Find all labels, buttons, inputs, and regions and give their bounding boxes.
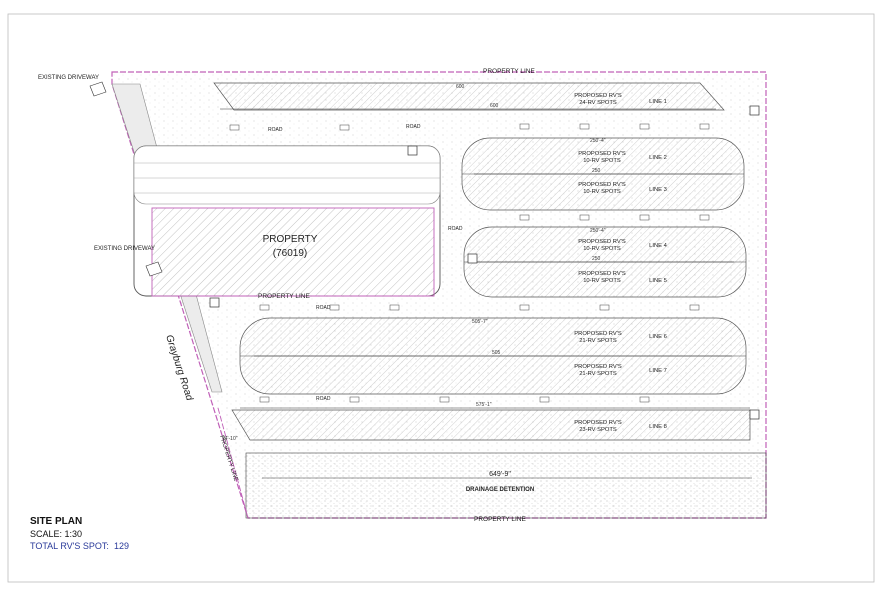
dim-line1-top: 600 xyxy=(456,84,465,90)
line-1-spots-l1: PROPOSED RV'S xyxy=(574,93,622,99)
drainage-detention-label: DRAINAGE DETENTION xyxy=(466,487,534,493)
property-line-bottom-label: PROPERTY LINE xyxy=(474,516,526,523)
existing-driveway-top-label: EXISTING DRIVEWAY xyxy=(38,75,99,81)
dim-line1: 600 xyxy=(490,103,499,109)
rv-row-line-1 xyxy=(213,82,725,111)
dim-left8: 74'-10" xyxy=(222,436,238,442)
driveway-arrow-top xyxy=(89,81,107,97)
line-1-name: LINE 1 xyxy=(649,99,667,105)
line-2-spots-l1: PROPOSED RV'S xyxy=(578,151,626,157)
road-label: ROAD xyxy=(448,226,463,232)
property-building xyxy=(151,207,435,297)
site-plan-title: SITE PLAN xyxy=(30,516,83,527)
total-rv-spots: TOTAL RV'S SPOT: 129 xyxy=(30,541,129,551)
line-4-spots-l1: PROPOSED RV'S xyxy=(578,239,626,245)
sheet-border xyxy=(7,13,875,583)
line-6-spots-l2: 21-RV SPOTS xyxy=(579,338,617,344)
property-code-label: (76019) xyxy=(273,248,307,259)
line-2-spots-l2: 10-RV SPOTS xyxy=(583,158,621,164)
line-6-name: LINE 6 xyxy=(649,334,667,340)
dim-line45-top: 250'-4" xyxy=(590,228,606,234)
line-1-spots-l2: 24-RV SPOTS xyxy=(579,100,617,106)
driveway-arrow-mid xyxy=(145,261,163,277)
line-5-name: LINE 5 xyxy=(649,278,667,284)
line-6-spots-l1: PROPOSED RV'S xyxy=(574,331,622,337)
dim-line67: 505 xyxy=(492,350,501,356)
line-8-spots-l2: 23-RV SPOTS xyxy=(579,427,617,433)
line-5-spots-l2: 10-RV SPOTS xyxy=(583,278,621,284)
grayburg-road-label: Grayburg Road xyxy=(163,334,195,403)
dim-line67-top: 505'-7" xyxy=(472,319,488,325)
line-2-name: LINE 2 xyxy=(649,155,667,161)
road-label: ROAD xyxy=(316,305,331,311)
line-3-name: LINE 3 xyxy=(649,187,667,193)
drainage-dimension-label: 649'-9" xyxy=(489,471,511,478)
line-7-spots-l1: PROPOSED RV'S xyxy=(574,364,622,370)
property-line-mid-label: PROPERTY LINE xyxy=(258,293,310,300)
line-5-spots-l1: PROPOSED RV'S xyxy=(578,271,626,277)
rv-row-line-8 xyxy=(231,409,751,441)
dim-line8: 575'-1" xyxy=(476,402,492,408)
line-7-spots-l2: 21-RV SPOTS xyxy=(579,371,617,377)
property-line-top-label: PROPERTY LINE xyxy=(483,68,535,75)
road-label: ROAD xyxy=(268,127,283,133)
line-8-spots-l1: PROPOSED RV'S xyxy=(574,420,622,426)
site-plan-scale: SCALE: 1:30 xyxy=(30,529,83,539)
road-label: ROAD xyxy=(316,396,331,402)
line-3-spots-l2: 10-RV SPOTS xyxy=(583,189,621,195)
dim-line23-top: 250'-4" xyxy=(590,138,606,144)
total-rv-spots-label: TOTAL RV'S SPOT: xyxy=(30,541,109,551)
drainage-area xyxy=(245,452,767,519)
dim-line23: 250 xyxy=(592,168,601,174)
line-8-name: LINE 8 xyxy=(649,424,667,430)
road-labels: ROAD ROAD ROAD ROAD ROAD xyxy=(268,124,463,402)
rv-line-labels: PROPOSED RV'S 24-RV SPOTS LINE 1 PROPOSE… xyxy=(574,93,667,433)
dumpster-markers xyxy=(209,105,760,420)
existing-driveway-mid-label: EXISTING DRIVEWAY xyxy=(94,246,155,252)
dimension-labels: 600 600 250'-4" 250 250'-4" 250 505'-7" … xyxy=(222,84,606,442)
line-3-spots-l1: PROPOSED RV'S xyxy=(578,182,626,188)
line-4-name: LINE 4 xyxy=(649,243,667,249)
property-name-label: PROPERTY xyxy=(263,234,318,245)
line-4-spots-l2: 10-RV SPOTS xyxy=(583,246,621,252)
dim-line45: 250 xyxy=(592,256,601,262)
car-markers xyxy=(229,123,710,403)
line-7-name: LINE 7 xyxy=(649,368,667,374)
road-label: ROAD xyxy=(406,124,421,130)
total-rv-spots-value: 129 xyxy=(113,541,129,551)
property-parking-strip xyxy=(133,145,441,205)
